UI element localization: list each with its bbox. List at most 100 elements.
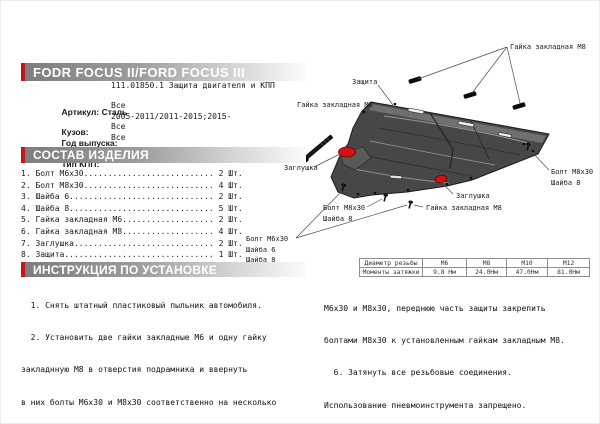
torque-header-cell: М12: [547, 258, 590, 268]
instruction-line: в них болты М6х30 и М8х30 соответственно…: [21, 397, 277, 407]
part-row: 3. Шайба 6.............................. 2…: [21, 191, 243, 203]
part-number: 4.: [21, 203, 31, 213]
spec-row: Кузов: Все: [23, 101, 126, 137]
part-number: 6.: [21, 226, 31, 236]
bolt-icon: [341, 142, 531, 209]
diagram-label-nut-m8-top: Гайка закладная М8: [510, 43, 586, 51]
part-name: Шайба 8: [35, 203, 70, 213]
part-qty: 2 Шт.: [218, 238, 243, 248]
diagram-label-shield: Защита: [352, 78, 377, 86]
instruction-line: Использование пневмоинструмента запрещен…: [324, 400, 527, 410]
torque-header-cell: М10: [506, 258, 548, 268]
part-dots: ..............................: [69, 192, 214, 202]
instruction-line: 1. Снять штатный пластиковый пыльник авт…: [21, 300, 262, 310]
part-dots: ...................: [122, 215, 214, 225]
part-dots: .............................: [73, 238, 214, 248]
leader-line: [295, 46, 550, 239]
part-row: 2. Болт М8х30........................... 4…: [21, 180, 243, 192]
part-qty: 5 Шт.: [218, 203, 243, 213]
diagram-label-bolt-m8-right: Болт М8х30: [551, 168, 593, 176]
instruction-line: закладнную М8 в отверстия подрамника и в…: [21, 365, 248, 375]
spec-row: Год выпуска: 2005-2011/2011-2015;2015-: [23, 112, 232, 148]
composition-heading: СОСТАВ ИЗДЕЛИЯ: [33, 148, 149, 162]
spec-value: 2005-2011/2011-2015;2015-: [111, 111, 232, 121]
part-name: Гайка закладная М6: [35, 215, 123, 225]
spec-label: Кузов:: [61, 127, 89, 137]
part-row: 1. Болт М6х30........................... 2…: [21, 168, 243, 180]
instructions-heading-bar: ИНСТРУКЦИЯ ПО УСТАНОВКЕ: [21, 262, 306, 277]
diagram-label-washer-8-m6: Шайба 8: [246, 256, 276, 264]
part-qty: 2 Шт.: [218, 192, 243, 202]
part-number: 1.: [21, 169, 31, 178]
diagram-label-washer-8-bottom: Шайба 8: [323, 215, 353, 223]
spec-label: Год выпуска:: [61, 137, 118, 148]
part-dots: ..............................: [69, 203, 214, 213]
part-name: Заглушка: [35, 238, 74, 248]
part-dots: ...........................: [83, 180, 214, 190]
torque-header-cell: Диаметр резьбы: [359, 258, 423, 268]
product-title-bar: FODR FOCUS II/FORD FOCUS III: [21, 63, 306, 81]
diagram-label-nut-m6: Гайка закладная М6: [297, 101, 373, 109]
instructions-right: М6х30 и М8х30, переднюю часть защиты зак…: [324, 282, 565, 423]
diagram-label-washer-6: Шайба 6: [246, 246, 276, 254]
torque-header-cell: М8: [466, 258, 507, 268]
spec-row: Тип КПП: Все: [23, 133, 126, 169]
part-dots: ...................: [122, 226, 214, 236]
spec-row: Объем двигателя: Все: [23, 122, 139, 158]
part-name: Защита: [35, 250, 65, 260]
diagram-label-plug-bottom: Заглушка: [456, 192, 490, 200]
spec-value: Все: [111, 122, 126, 132]
part-number: 2.: [21, 180, 31, 190]
instruction-line: болтами М8х30 к установленным гайкам зак…: [324, 335, 565, 345]
diagram-label-plug-left: Заглушка: [284, 164, 318, 172]
diagram-label-washer-8-right: Шайба 8: [551, 179, 581, 187]
spec-label: Тип КПП:: [61, 159, 100, 170]
diagram-label-bolt-m8-bottom: Болт М8х30: [323, 204, 365, 212]
part-qty: 2 Шт.: [218, 215, 243, 225]
spec-value: Все: [111, 133, 126, 143]
part-row: 4. Шайба 8.............................. 5…: [21, 203, 243, 215]
part-number: 5.: [21, 215, 31, 225]
plug-icon: [338, 146, 448, 184]
torque-value-cell: Моменты затяжки: [359, 267, 423, 277]
instructions-heading: ИНСТРУКЦИЯ ПО УСТАНОВКЕ: [33, 262, 217, 277]
parts-list: 1.Болт М6х30...........................2…: [21, 168, 243, 261]
torque-header-cell: М6: [422, 258, 467, 268]
spec-value: Все: [111, 101, 126, 110]
part-row: 8. Защита............................... 1…: [21, 249, 243, 261]
part-qty: 2 Шт.: [218, 169, 243, 178]
torque-value-cell: 81.0Нм: [547, 267, 590, 277]
part-dots: ...............................: [64, 250, 214, 260]
shield-plate: [330, 101, 550, 199]
part-qty: 1 Шт.: [218, 250, 243, 260]
torque-value-cell: 9.8 Нм: [422, 267, 467, 277]
torque-value-cell: 47.0Нм: [506, 267, 548, 277]
torque-value-cell: 24.0Нм: [466, 267, 507, 277]
part-row: 7. Заглушка............................. 2…: [21, 238, 243, 250]
part-qty: 4 Шт.: [218, 180, 243, 190]
torque-table: Диаметр резьбы М6 М8 М10 М12 Моменты зат…: [359, 258, 590, 277]
part-number: 7.: [21, 238, 31, 248]
part-row: 6. Гайка закладная М8................... 4…: [21, 226, 243, 238]
instruction-line: 2. Установить две гайки закладные М6 и о…: [21, 332, 267, 342]
part-name: Болт М8х30: [35, 180, 84, 190]
article-label: Артикул: Сталь: [61, 107, 128, 117]
rivet-nut-icon: [408, 76, 526, 110]
part-row: 5. Гайка закладная М6................... 2…: [21, 214, 243, 226]
instruction-line: М6х30 и М8х30, переднюю часть защиты зак…: [324, 303, 546, 313]
part-qty: 4 Шт.: [218, 226, 243, 236]
part-number: 8.: [21, 250, 31, 260]
article-value: 111.01850.1 Защита двигателя и КПП: [111, 81, 275, 90]
torque-value-row: Моменты затяжки 9.8 Нм 24.0Нм 47.0Нм 81.…: [359, 267, 590, 277]
composition-heading-bar: СОСТАВ ИЗДЕЛИЯ: [21, 147, 306, 163]
part-number: 3.: [21, 192, 31, 202]
torque-header-row: Диаметр резьбы М6 М8 М10 М12: [359, 258, 590, 268]
article-row: Артикул: Сталь 111.01850.1 Защита двигат…: [23, 81, 275, 117]
part-name: Шайба 6: [35, 192, 70, 202]
part-name: Гайка закладная М8: [35, 226, 123, 236]
part-dots: ...........................: [83, 169, 214, 178]
instruction-line: 6. Затянуть все резьбовые соединения.: [324, 368, 512, 378]
part-name: Болт М6х30: [35, 169, 84, 178]
